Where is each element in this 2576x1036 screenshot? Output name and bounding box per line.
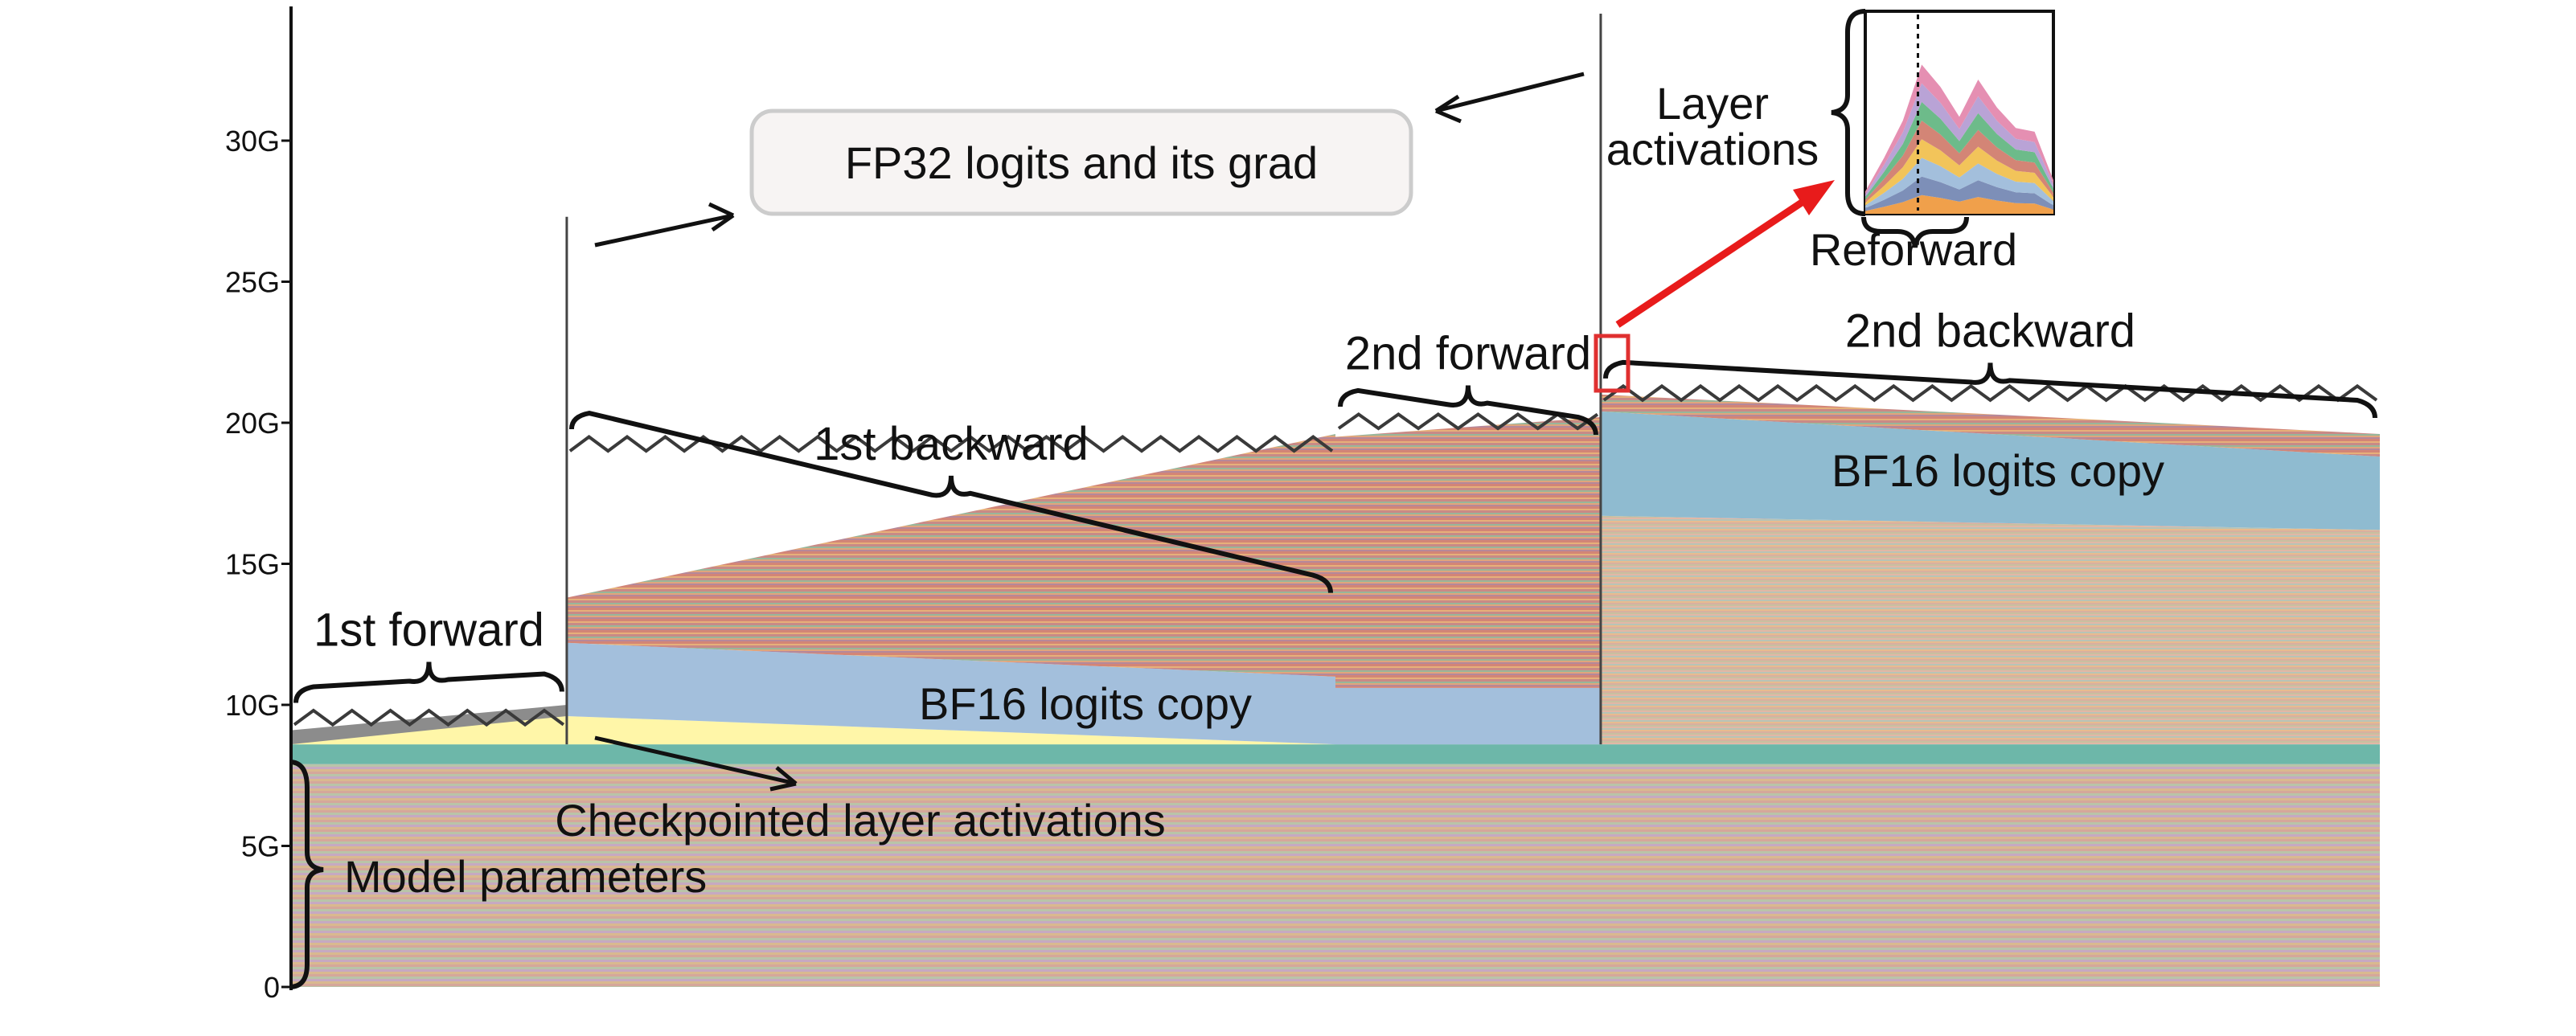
model-params-label: Model parameters — [344, 851, 707, 902]
inset-band-1 — [1865, 176, 2053, 211]
y-axis: 0 5G 10G 15G 20G 25G 30G — [225, 6, 293, 1004]
area-layer-6 — [1335, 417, 1601, 688]
reforward-zoom-box — [1594, 334, 1631, 393]
phase-brace-1 — [568, 410, 1333, 593]
y-tick-label-6: 30G — [225, 125, 280, 158]
phase-brace-2 — [1338, 385, 1598, 436]
y-tick-label-2: 10G — [225, 689, 280, 722]
layer-activations-label-2: activations — [1606, 124, 1819, 174]
bf16-label-second: BF16 logits copy — [1832, 445, 2164, 496]
layer-activations-brace — [1831, 9, 1866, 216]
y-tick-label-4: 20G — [225, 407, 280, 440]
fp32-callout-box — [749, 109, 1413, 216]
area-layer-0 — [291, 764, 2380, 987]
zoom-arrow-head — [1793, 180, 1835, 215]
y-tick-label-1: 5G — [241, 830, 280, 863]
phase-label-3: 2nd backward — [1845, 305, 2135, 357]
area-layer-5 — [566, 434, 1335, 677]
layer-activations-label-1: Layer — [1656, 78, 1769, 129]
reforward-brace — [1861, 216, 1969, 248]
phase-brace-0 — [293, 661, 564, 703]
phase-teeth-1 — [568, 435, 1334, 453]
phase-label-2: 2nd forward — [1345, 328, 1591, 380]
phase-braces: 1st forward 1st backward 2nd forward 2nd ba… — [293, 305, 2377, 703]
y-tick-label-0: 0 — [264, 971, 280, 1004]
inset-band-6 — [1865, 83, 2053, 198]
reforward-label: Reforward — [1810, 224, 2017, 275]
area-layer-9 — [1600, 394, 2380, 457]
annotations: FP32 logits and its grad BF16 logits cop… — [289, 9, 2164, 989]
model-params-brace — [289, 760, 324, 989]
area-layer-1 — [291, 744, 2380, 764]
phase-brace-3 — [1602, 359, 2377, 419]
bf16-label-first: BF16 logits copy — [919, 678, 1252, 729]
checkpointed-label: Checkpointed layer activations — [555, 795, 1166, 846]
phase-teeth-3 — [1602, 383, 2378, 403]
phase-teeth-2 — [1337, 412, 1599, 431]
phase-tooth-patterns — [293, 383, 2378, 727]
inset-band-7 — [1865, 64, 2053, 195]
memory-spikes — [565, 14, 1602, 745]
area-layer-8 — [1600, 412, 2380, 530]
y-tick-label-5: 25G — [225, 266, 280, 299]
inset-band-5 — [1865, 101, 2053, 200]
fp32-arrow-right — [1435, 72, 1585, 113]
phase-label-1: 1st backward — [814, 418, 1089, 470]
checkpoint-arrow — [594, 735, 797, 786]
reforward-inset — [1864, 10, 2055, 215]
area-layer-2 — [291, 716, 1335, 745]
phase-label-0: 1st forward — [314, 604, 544, 656]
y-tick-label-3: 15G — [225, 548, 280, 581]
fp32-callout-label: FP32 logits and its grad — [845, 137, 1318, 188]
inset-band-2 — [1865, 158, 2053, 208]
fp32-arrow-left — [594, 213, 734, 248]
inset-band-4 — [1865, 121, 2053, 203]
fp32-arrow-left-head — [708, 202, 735, 232]
area-layer-4 — [566, 642, 1601, 745]
zoom-arrow — [1615, 188, 1821, 328]
inset-band-3 — [1865, 139, 2053, 206]
checkpoint-arrow-head — [769, 766, 798, 792]
phase-teeth-0 — [293, 708, 565, 727]
inset-band-0 — [1865, 195, 2053, 214]
area-layer-7 — [1600, 515, 2380, 745]
fp32-arrow-right-head — [1434, 94, 1462, 124]
